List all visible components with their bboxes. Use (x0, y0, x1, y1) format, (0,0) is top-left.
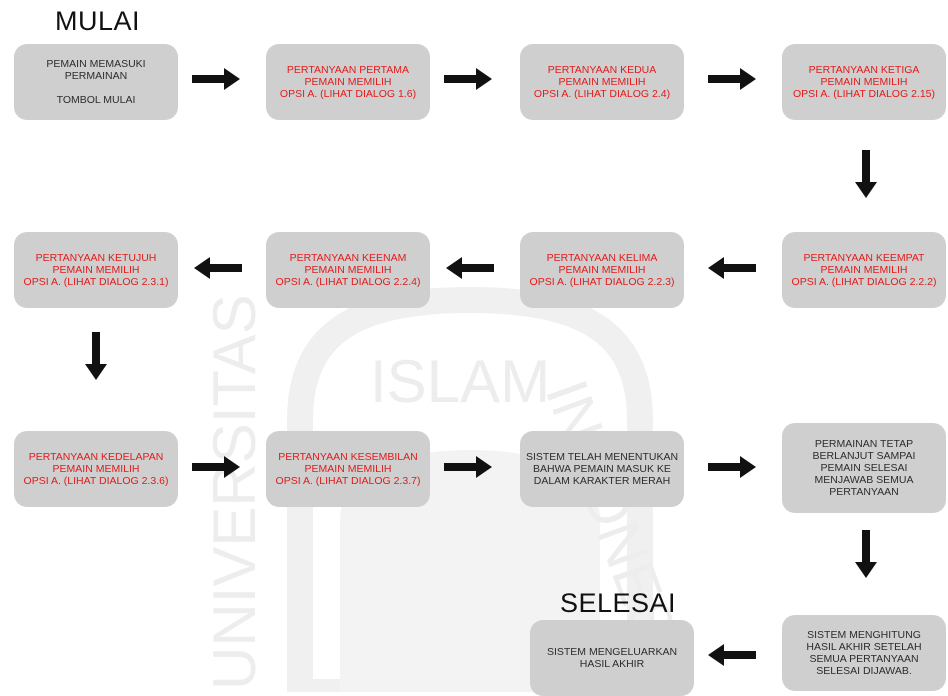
flow-step-line: TOMBOL MULAI (56, 94, 136, 106)
flow-step-line: OPSI A. (LIHAT DIALOG 2.2.2) (791, 276, 937, 288)
arrow-icon (708, 257, 756, 279)
flow-step-line: PEMAIN MEMASUKI (46, 58, 146, 70)
arrow-icon (708, 644, 756, 666)
end-heading: SELESAI (560, 588, 677, 618)
flow-step-line: PERTANYAAN (829, 486, 899, 498)
flow-step-line: PERMAINAN (64, 70, 128, 82)
flow-step-line: PERTANYAAN KESEMBILAN (278, 451, 418, 463)
flow-step-line: OPSI A. (LIHAT DIALOG 2.15) (793, 88, 935, 100)
flow-step-line: OPSI A. (LIHAT DIALOG 2.3.6) (23, 475, 169, 487)
flow-step-line: PEMAIN MEMILIH (304, 76, 392, 88)
arrow-icon (192, 456, 240, 478)
arrow-icon (85, 332, 107, 380)
flow-step-line: PEMAIN MEMILIH (820, 264, 908, 276)
arrow-icon (444, 456, 492, 478)
flow-step-line: PERTANYAAN KEEMPAT (803, 252, 925, 264)
flow-step-line: PERTANYAAN KELIMA (546, 252, 658, 264)
arrow-icon (708, 456, 756, 478)
flow-step-line: MENJAWAB SEMUA (814, 474, 914, 486)
arrow-icon (446, 257, 494, 279)
flow-step-line: HASIL AKHIR (579, 658, 645, 670)
flow-step-line: SISTEM MENGHITUNG (807, 629, 921, 641)
flow-step-line: OPSI A. (LIHAT DIALOG 2.3.7) (275, 475, 421, 487)
flow-step-line: PEMAIN MEMILIH (52, 264, 140, 276)
flow-step-line: OPSI A. (LIHAT DIALOG 2.3.1) (23, 276, 169, 288)
arrow-icon (855, 530, 877, 578)
flow-step-line: DALAM KARAKTER MERAH (533, 475, 671, 487)
flow-step-line: PERTANYAAN PERTAMA (286, 64, 410, 76)
flow-step-line: PERTANYAAN KETIGA (808, 64, 920, 76)
flow-step-line: PEMAIN MEMILIH (304, 264, 392, 276)
flow-step-line: HASIL AKHIR SETELAH (806, 641, 922, 653)
flow-step-line: PERMAINAN TETAP (814, 438, 914, 450)
flow-step-line: PERTANYAAN KETUJUH (35, 252, 157, 264)
flow-step-line: PEMAIN MEMILIH (820, 76, 908, 88)
arrow-icon (444, 68, 492, 90)
flow-step-line: SELESAI DIJAWAB. (816, 665, 912, 677)
flow-step-line: SISTEM MENGELUARKAN (546, 646, 678, 658)
flow-step-line: PEMAIN MEMILIH (52, 463, 140, 475)
flow-step-line: OPSI A. (LIHAT DIALOG 1.6) (279, 88, 417, 100)
arrow-icon (194, 257, 242, 279)
flow-step-line: PEMAIN SELESAI (820, 462, 908, 474)
flow-step-line: OPSI A. (LIHAT DIALOG 2.4) (533, 88, 671, 100)
flow-step-line: PERTANYAAN KEDUA (547, 64, 657, 76)
arrow-icon (192, 68, 240, 90)
flow-step-line: OPSI A. (LIHAT DIALOG 2.2.3) (529, 276, 675, 288)
flow-step-line: PEMAIN MEMILIH (304, 463, 392, 475)
start-heading: MULAI (55, 6, 141, 36)
flow-step-line: PEMAIN MEMILIH (558, 76, 646, 88)
flow-step-line: SEMUA PERTANYAAN (809, 653, 919, 665)
flow-step-line: PERTANYAAN KEDELAPAN (28, 451, 164, 463)
arrow-icon (708, 68, 756, 90)
flow-step-line: PEMAIN MEMILIH (558, 264, 646, 276)
flow-step-line: BAHWA PEMAIN MASUK KE (533, 463, 671, 475)
arrow-icon (855, 150, 877, 198)
flow-step-line: SISTEM TELAH MENENTUKAN (525, 451, 679, 463)
flow-step-line: PERTANYAAN KEENAM (289, 252, 407, 264)
flow-step-line: OPSI A. (LIHAT DIALOG 2.2.4) (275, 276, 421, 288)
flow-step-line: BERLANJUT SAMPAI (812, 450, 916, 462)
